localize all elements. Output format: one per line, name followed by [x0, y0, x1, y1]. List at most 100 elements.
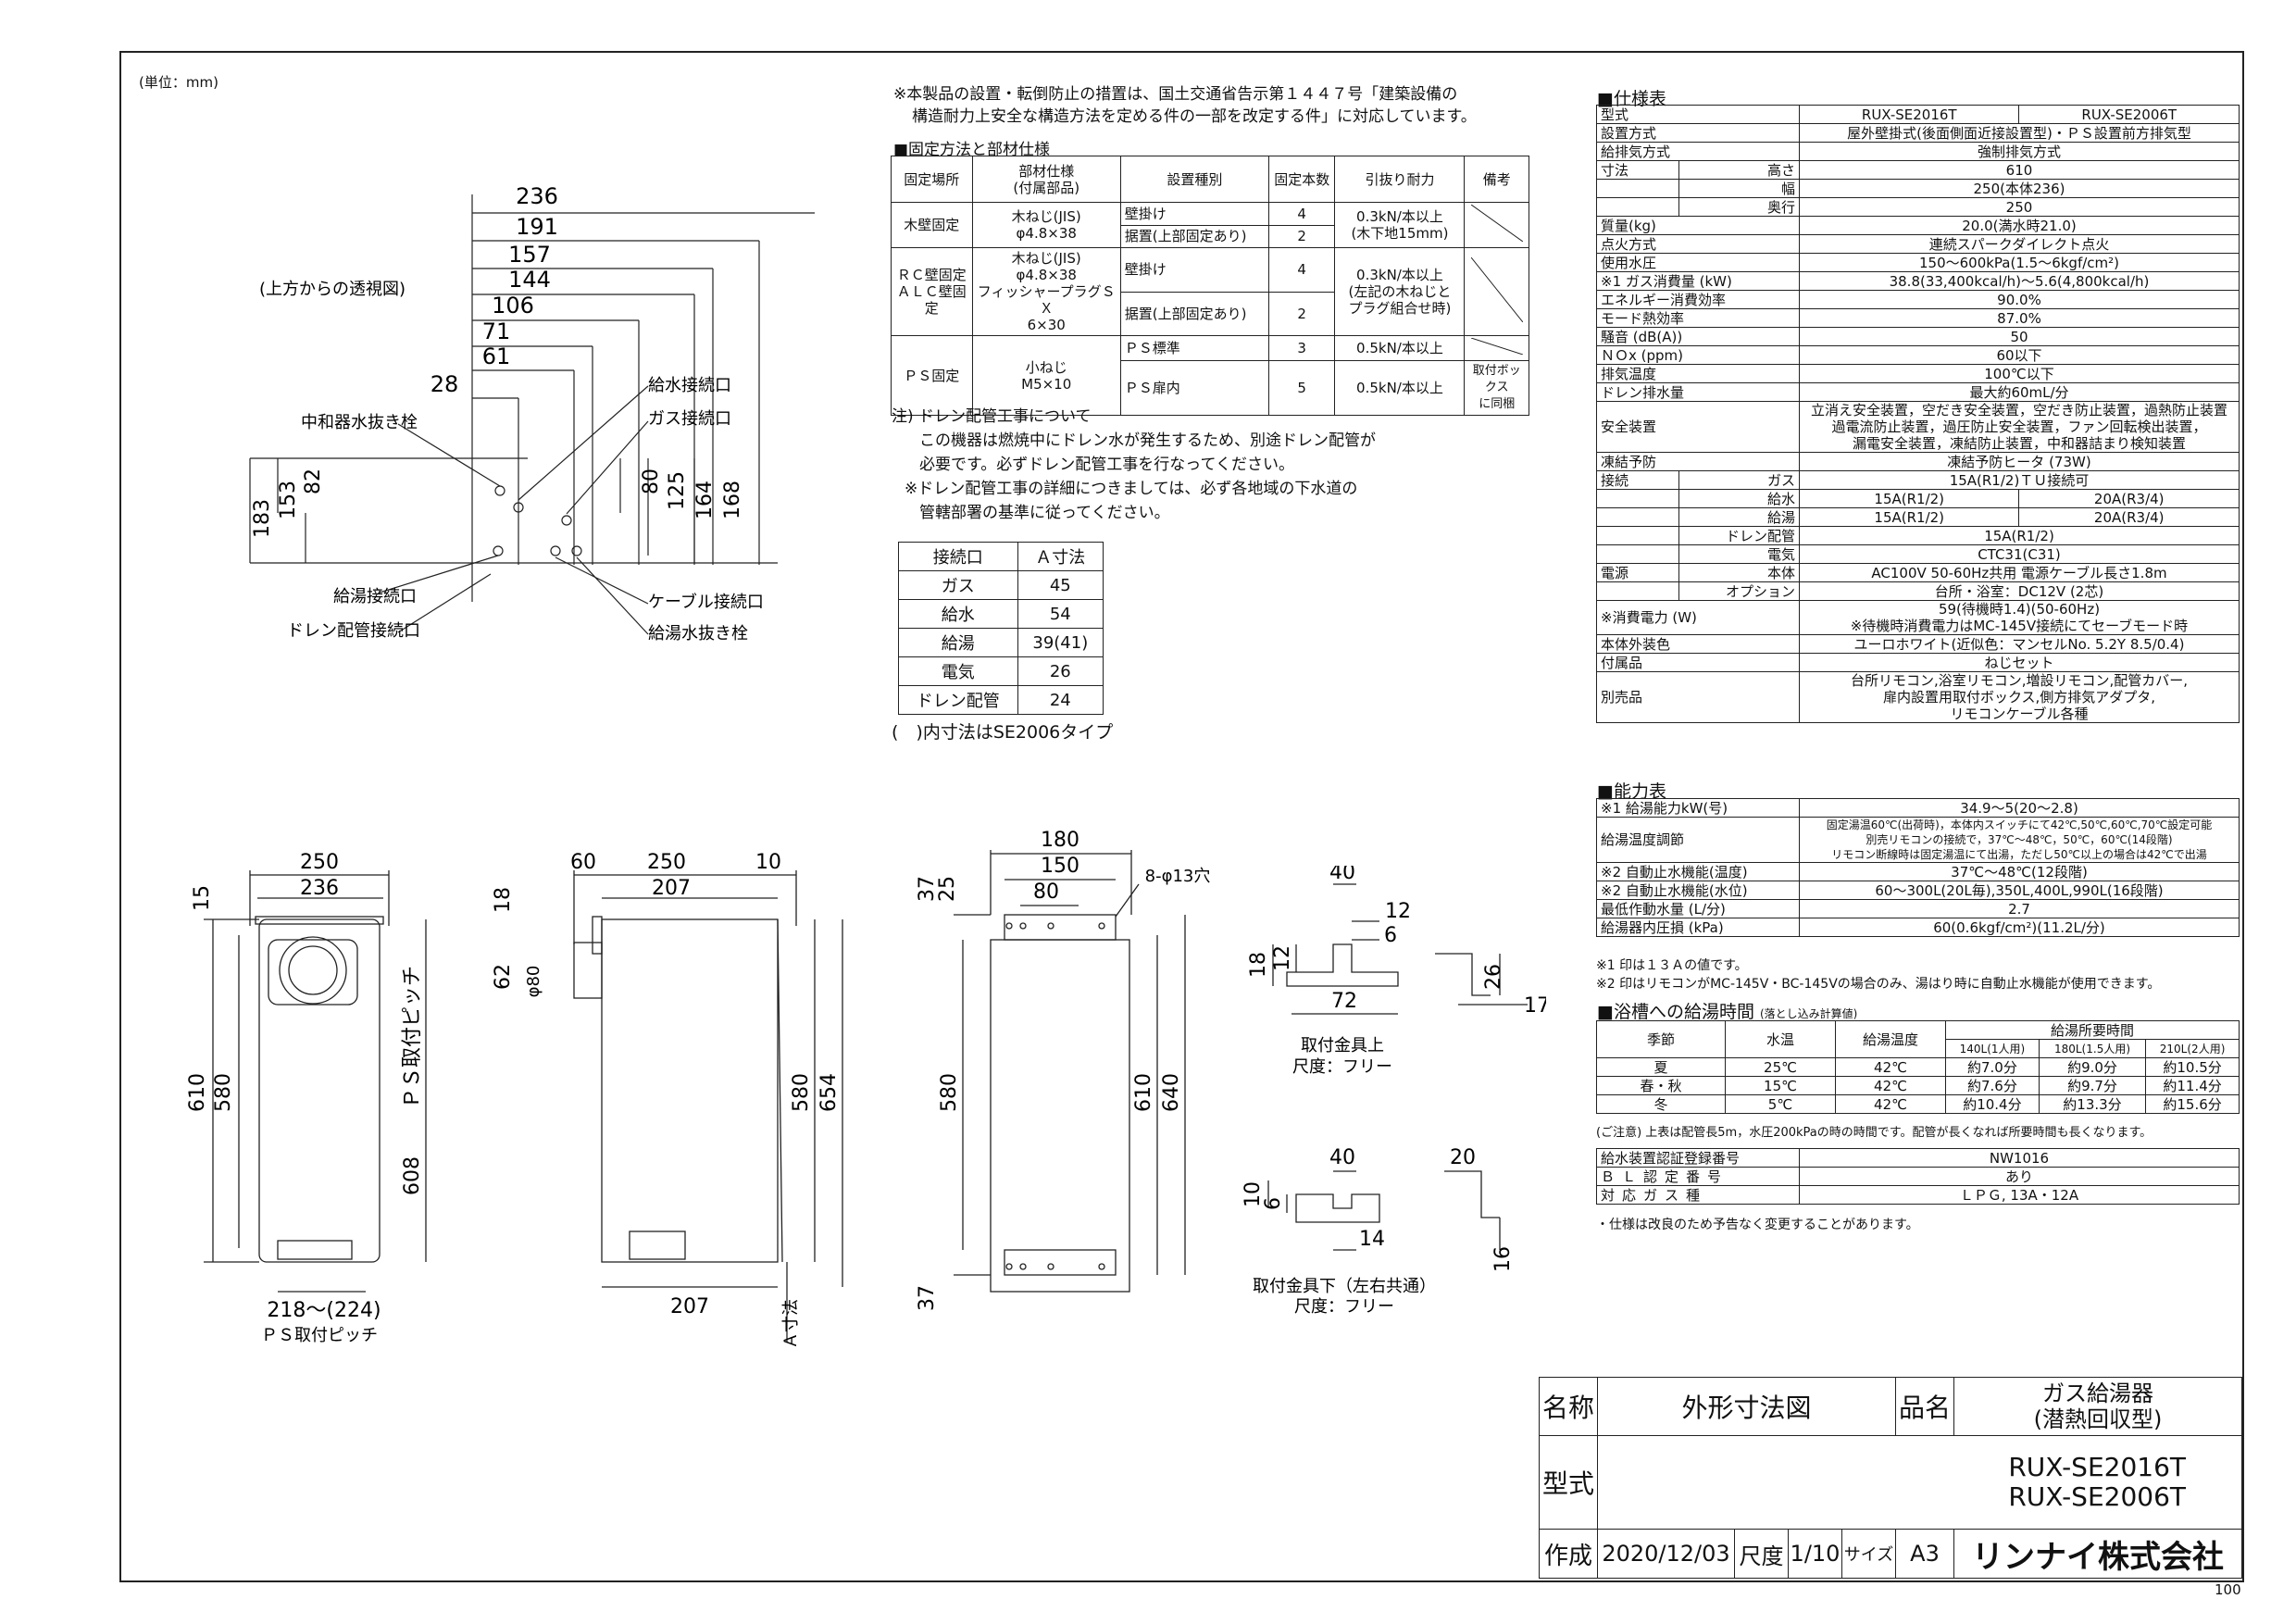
- capacity-value: 60(0.6kgf/cm²)(11.2L/分): [1799, 918, 2240, 937]
- spec-row: ドレン排水量最大約60mL/分: [1596, 382, 2240, 402]
- title-product: ガス給湯器(潜熱回収型): [1953, 1377, 2242, 1436]
- capacity-label: ※2 自動止水機能(温度): [1596, 862, 1800, 881]
- lower-dim-14: 14: [1359, 1228, 1385, 1251]
- spec-sublabel: ドレン配管: [1678, 526, 1800, 545]
- fix-cell: ＰＳ扉内: [1119, 360, 1269, 416]
- bath-cell: 5℃: [1725, 1094, 1836, 1114]
- lower-dim-10: 10: [1242, 1181, 1265, 1207]
- fix-cell: 0.3kN/本以上 (木下地15mm): [1334, 202, 1466, 248]
- capacity-label: 給湯温度調節: [1596, 817, 1800, 863]
- upper-dim-40: 40: [1329, 866, 1355, 884]
- capacity-label: ※2 自動止水機能(水位): [1596, 881, 1800, 900]
- bath-subheader: 210L(2人用): [2145, 1039, 2240, 1058]
- bath-cell: 約7.0分: [1945, 1057, 2040, 1077]
- bath-header: 季節: [1596, 1020, 1726, 1058]
- spec-label: 本体外装色: [1596, 634, 1800, 654]
- spec-label: 電源: [1595, 563, 1680, 582]
- top-view-drawing: 236 191 157 144 106 71 61 28 183 153 82 …: [249, 183, 815, 643]
- back-dim-25: 25: [936, 876, 959, 902]
- drain-note-line: 管轄部署の基準に従ってください。: [919, 504, 1170, 522]
- a-cell: ガス: [898, 570, 1018, 600]
- spec-label: ドレン排水量: [1596, 382, 1800, 402]
- label-neutralizer-drain: 中和器水抜き栓: [301, 413, 418, 432]
- diagonal-mark: [1470, 337, 1523, 356]
- side-dim-62: 62: [492, 964, 515, 990]
- bath-note: (ご注意) 上表は配管長5m，水圧200kPaの時の時間です。配管が長くなれば所…: [1596, 1126, 2152, 1140]
- spec-title: ■仕様表: [1597, 89, 1666, 109]
- side-dim-207-bottom: 207: [670, 1295, 709, 1318]
- spec-label: ※消費電力 (W): [1596, 600, 1800, 635]
- spec-value: ねじセット: [1799, 653, 2240, 672]
- upper-scale: 尺度：フリー: [1292, 1057, 1392, 1077]
- capacity-notes: ※1 印は１３Ａの値です。 ※2 印はリモコンがMC-145V・BC-145Vの…: [1596, 956, 2160, 993]
- fix-cell: 0.5kN/本以上: [1334, 335, 1466, 361]
- front-dim-218-224: 218〜(224): [267, 1299, 381, 1322]
- bath-cell: 約10.5分: [2145, 1057, 2240, 1077]
- upper-dim-17: 17: [1524, 994, 1546, 1018]
- a-cell: 45: [1017, 570, 1104, 600]
- spec-label: 接続: [1595, 470, 1680, 490]
- spec-value: 60以下: [1799, 345, 2240, 365]
- spec-value: 90.0%: [1799, 290, 2240, 309]
- cert-value: ＬＰＧ, 13A・12A: [1799, 1185, 2240, 1205]
- label-gas-inlet: ガス接続口: [648, 409, 731, 429]
- bath-cell: 冬: [1596, 1094, 1726, 1114]
- fix-table-title: ■固定方法と部材仕様: [893, 141, 1051, 159]
- label-cable-inlet: ケーブル接続口: [648, 592, 764, 612]
- bath-title: ■浴槽への給湯時間 (落とし込み計算値): [1597, 998, 1857, 1023]
- bath-subheader: 180L(1.5人用): [2038, 1039, 2147, 1058]
- fix-cell: 木ねじ(JIS) φ4.8×38 フィッシャープラグＳＸ 6×30: [971, 247, 1121, 336]
- spec-value: 15A(R1/2): [1798, 489, 2020, 508]
- spec-value: 台所リモコン,浴室リモコン,増設リモコン,配管カバー, 扉内設置用取付ボックス,…: [1799, 671, 2240, 723]
- spec-row: 質量(kg)20.0(満水時21.0): [1596, 216, 2240, 235]
- fix-header: 引抜り耐力: [1334, 156, 1466, 203]
- spec-label: 質量(kg): [1596, 216, 1800, 235]
- upper-dim-6: 6: [1384, 924, 1397, 947]
- spec-value: ユーロホワイト(近似色：マンセルNo. 5.2Y 8.5/0.4): [1799, 634, 2240, 654]
- title-size: A3: [1895, 1529, 1954, 1579]
- front-dim-236: 236: [300, 877, 339, 900]
- spec-label: ＮＯx (ppm): [1596, 345, 1800, 365]
- spec-sublabel: ガス: [1678, 470, 1800, 490]
- bath-cell: 約9.0分: [2038, 1057, 2147, 1077]
- side-dim-580: 580: [790, 1073, 813, 1112]
- spec-value: 強制排気方式: [1799, 142, 2240, 161]
- dim-157: 157: [508, 242, 551, 268]
- title-product-line: ガス給湯器: [2042, 1380, 2153, 1406]
- title-product-line: (潜熱回収型): [2033, 1405, 2163, 1432]
- side-dim-18: 18: [492, 887, 515, 913]
- bath-cell: 約11.4分: [2145, 1076, 2240, 1095]
- spec-value: 50: [1799, 327, 2240, 346]
- bath-cell: 約7.6分: [1945, 1076, 2040, 1095]
- cert-label: 給水装置認証登録番号: [1596, 1148, 1800, 1168]
- drain-note-line: 必要です。必ずドレン配管工事を行なってください。: [919, 456, 1294, 474]
- spec-value: 最大約60mL/分: [1799, 382, 2240, 402]
- spec-sublabel: 電気: [1678, 544, 1800, 564]
- fix-cell: 5: [1267, 360, 1336, 416]
- fix-cell: 2: [1267, 224, 1336, 248]
- spec-sublabel: 給水: [1678, 489, 1800, 508]
- side-dim-207-top: 207: [652, 877, 691, 900]
- back-dim-580: 580: [938, 1073, 961, 1112]
- a-cell: 給湯: [898, 628, 1018, 657]
- title-name-label: 名称: [1539, 1377, 1598, 1436]
- spec-value: 台所・浴室：DC12V (2芯): [1799, 581, 2240, 601]
- spec-row: 別売品台所リモコン,浴室リモコン,増設リモコン,配管カバー, 扉内設置用取付ボッ…: [1596, 671, 2240, 723]
- spec-row: 安全装置立消え安全装置，空だき安全装置，空だき防止装置，過熱防止装置 過電流防止…: [1596, 401, 2240, 453]
- page-number: 100: [2215, 1581, 2241, 1598]
- fix-header: 備考: [1464, 156, 1529, 203]
- spec-label: 騒音 (dB(A)): [1596, 327, 1800, 346]
- fix-cell-empty: [1464, 202, 1529, 248]
- spec-label: [1595, 179, 1680, 198]
- spec-label: 給排気方式: [1596, 142, 1800, 161]
- spec-sublabel: 幅: [1678, 179, 1800, 198]
- spec-value: 20A(R3/4): [2018, 507, 2240, 527]
- spec-row: ※消費電力 (W)59(待機時1.4)(50-60Hz) ※待機時消費電力はMC…: [1596, 600, 2240, 635]
- spec-value: AC100V 50-60Hz共用 電源ケーブル長さ1.8m: [1799, 563, 2240, 582]
